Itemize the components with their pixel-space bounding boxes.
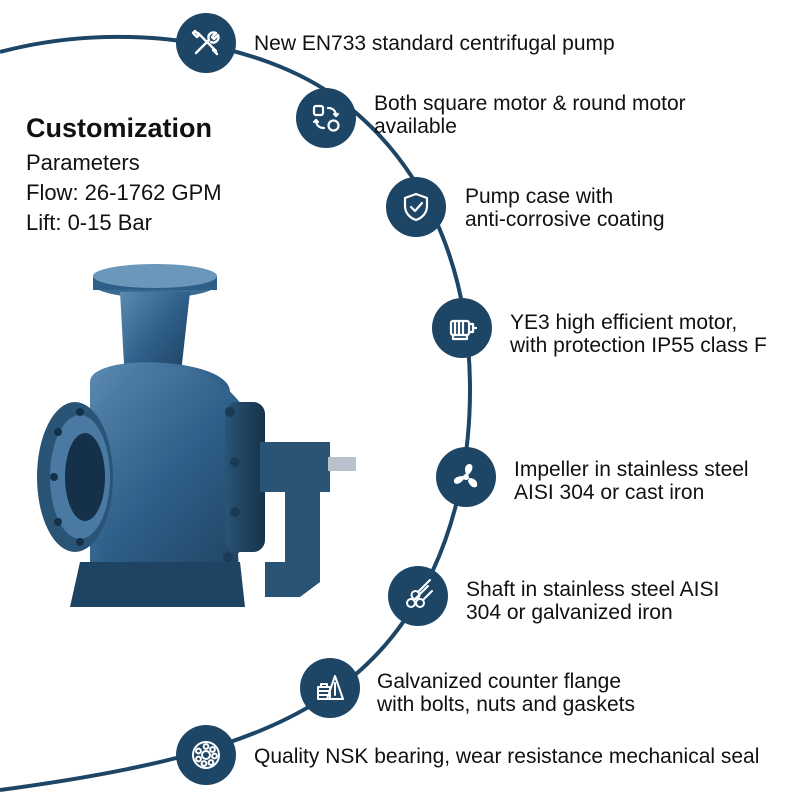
flange-ruler-icon — [300, 658, 360, 718]
flow-spec: Flow: 26-1762 GPM — [26, 180, 222, 205]
parameters-label: Parameters — [26, 150, 140, 175]
feature-item-1: New EN733 standard centrifugal pump — [254, 32, 615, 55]
lift-spec: Lift: 0-15 Bar — [26, 210, 152, 235]
feature-3-line2: anti-corrosive coating — [465, 208, 665, 231]
bearing-icon — [176, 725, 236, 785]
feature-4-line1: YE3 high efficient motor, — [510, 311, 738, 334]
feature-2-line1: Both square motor & round motor — [374, 92, 686, 115]
feature-item-6: Shaft in stainless steel AISI 304 or gal… — [466, 578, 719, 624]
feature-3-line1: Pump case with — [465, 185, 614, 208]
feature-5-line1: Impeller in stainless steel — [514, 458, 749, 481]
feature-item-7: Galvanized counter flange with bolts, nu… — [377, 670, 635, 716]
feature-5-line2: AISI 304 or cast iron — [514, 481, 705, 504]
parameters-block: Customization Parameters Flow: 26-1762 G… — [26, 110, 222, 238]
shield-check-icon — [386, 177, 446, 237]
feature-1-line1: New EN733 standard centrifugal pump — [254, 32, 615, 55]
feature-item-8: Quality NSK bearing, wear resistance mec… — [254, 745, 759, 768]
feature-7-line1: Galvanized counter flange — [377, 670, 621, 693]
feature-8-line1: Quality NSK bearing, wear resistance mec… — [254, 745, 760, 768]
shaft-rods-icon — [388, 566, 448, 626]
feature-4-line2: with protection IP55 class F — [510, 334, 767, 357]
feature-2-line2: available — [374, 115, 457, 138]
motor-icon — [432, 298, 492, 358]
fan-impeller-icon — [436, 447, 496, 507]
page-title: Customization — [26, 113, 212, 143]
feature-7-line2: with bolts, nuts and gaskets — [377, 693, 635, 716]
convert-shapes-icon — [296, 88, 356, 148]
wrench-screwdriver-icon — [176, 13, 236, 73]
feature-item-3: Pump case with anti-corrosive coating — [465, 185, 665, 231]
feature-item-4: YE3 high efficient motor, with protectio… — [510, 311, 767, 357]
feature-item-5: Impeller in stainless steel AISI 304 or … — [514, 458, 749, 504]
feature-6-line2: 304 or galvanized iron — [466, 601, 673, 624]
pump-illustration — [37, 264, 356, 607]
feature-item-2: Both square motor & round motor availabl… — [374, 92, 686, 138]
feature-6-line1: Shaft in stainless steel AISI — [466, 578, 720, 601]
